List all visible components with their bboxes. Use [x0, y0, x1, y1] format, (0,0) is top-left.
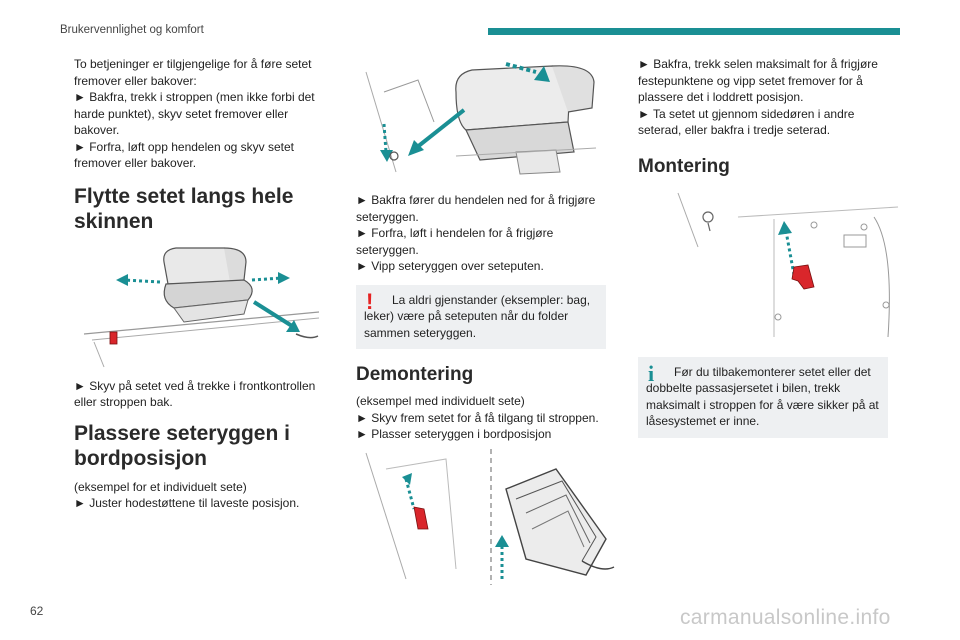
seatback-fold-illustration [365, 62, 597, 175]
page-number: 62 [30, 604, 44, 618]
column-middle: ► Bakfra fører du hendelen ned for å fri… [356, 52, 615, 585]
instruction-step: ► Ta setet ut gjennom sidedøren i andre … [638, 106, 855, 138]
instruction-step: ► Forfra, løft opp hendelen og skyv sete… [74, 139, 294, 171]
info-icon: i [648, 360, 655, 386]
warning-text: La aldri gjenstander (eksempler: bag, le… [364, 292, 591, 340]
watermark: carmanualsonline.info [680, 606, 891, 629]
instruction-step: ► Bakfra, trekk selen maksimalt for å fr… [638, 57, 878, 104]
header-accent-bar [488, 28, 900, 35]
running-header: Brukervennlighet og komfort [60, 24, 204, 36]
section-heading: Flytte setet langs hele skinnen [74, 184, 294, 233]
info-panel: i Før du tilbakemonterer setet eller det… [638, 356, 888, 438]
seat-slide-illustration [83, 246, 320, 367]
section-heading: Demontering [356, 364, 474, 385]
instruction-step: ► Vipp seteryggen over seteputen. [356, 259, 544, 273]
column-left: To betjeninger er tilgjengelige for å fø… [74, 56, 324, 512]
info-text: Før du tilbakemonterer setet eller det d… [646, 364, 879, 429]
instruction-step: ► Bakfra fører du hendelen ned for å fri… [356, 193, 596, 224]
mounting-illustration [677, 192, 899, 337]
instruction-step: ► Forfra, løft i hendelen for å frigjøre… [356, 226, 554, 257]
section-heading: Montering [638, 155, 730, 177]
instruction-step: ► Juster hodestøttene til laveste posisj… [74, 496, 300, 510]
column-right: ► Bakfra, trekk selen maksimalt for å fr… [638, 56, 899, 438]
instruction-step: ► Plasser seteryggen i bordposisjon [356, 427, 552, 441]
intro-text: To betjeninger er tilgjengelige for å fø… [74, 57, 312, 88]
instruction-step: ► Skyv på setet ved å trekke i frontkont… [74, 378, 316, 410]
section-heading: Plassere seteryggen i bordposisjon [74, 421, 290, 470]
warning-panel: ! La aldri gjenstander (eksempler: bag, … [356, 284, 606, 349]
removal-illustration [365, 448, 615, 585]
instruction-step: ► Skyv frem setet for å få tilgang til s… [356, 410, 599, 425]
exclamation-icon: ! [366, 288, 374, 314]
example-note: (eksempel med individuelt sete) [356, 394, 525, 408]
example-note: (eksempel for et individuelt sete) [74, 479, 247, 494]
instruction-step: ► Bakfra, trekk i stroppen (men ikke for… [74, 90, 315, 137]
